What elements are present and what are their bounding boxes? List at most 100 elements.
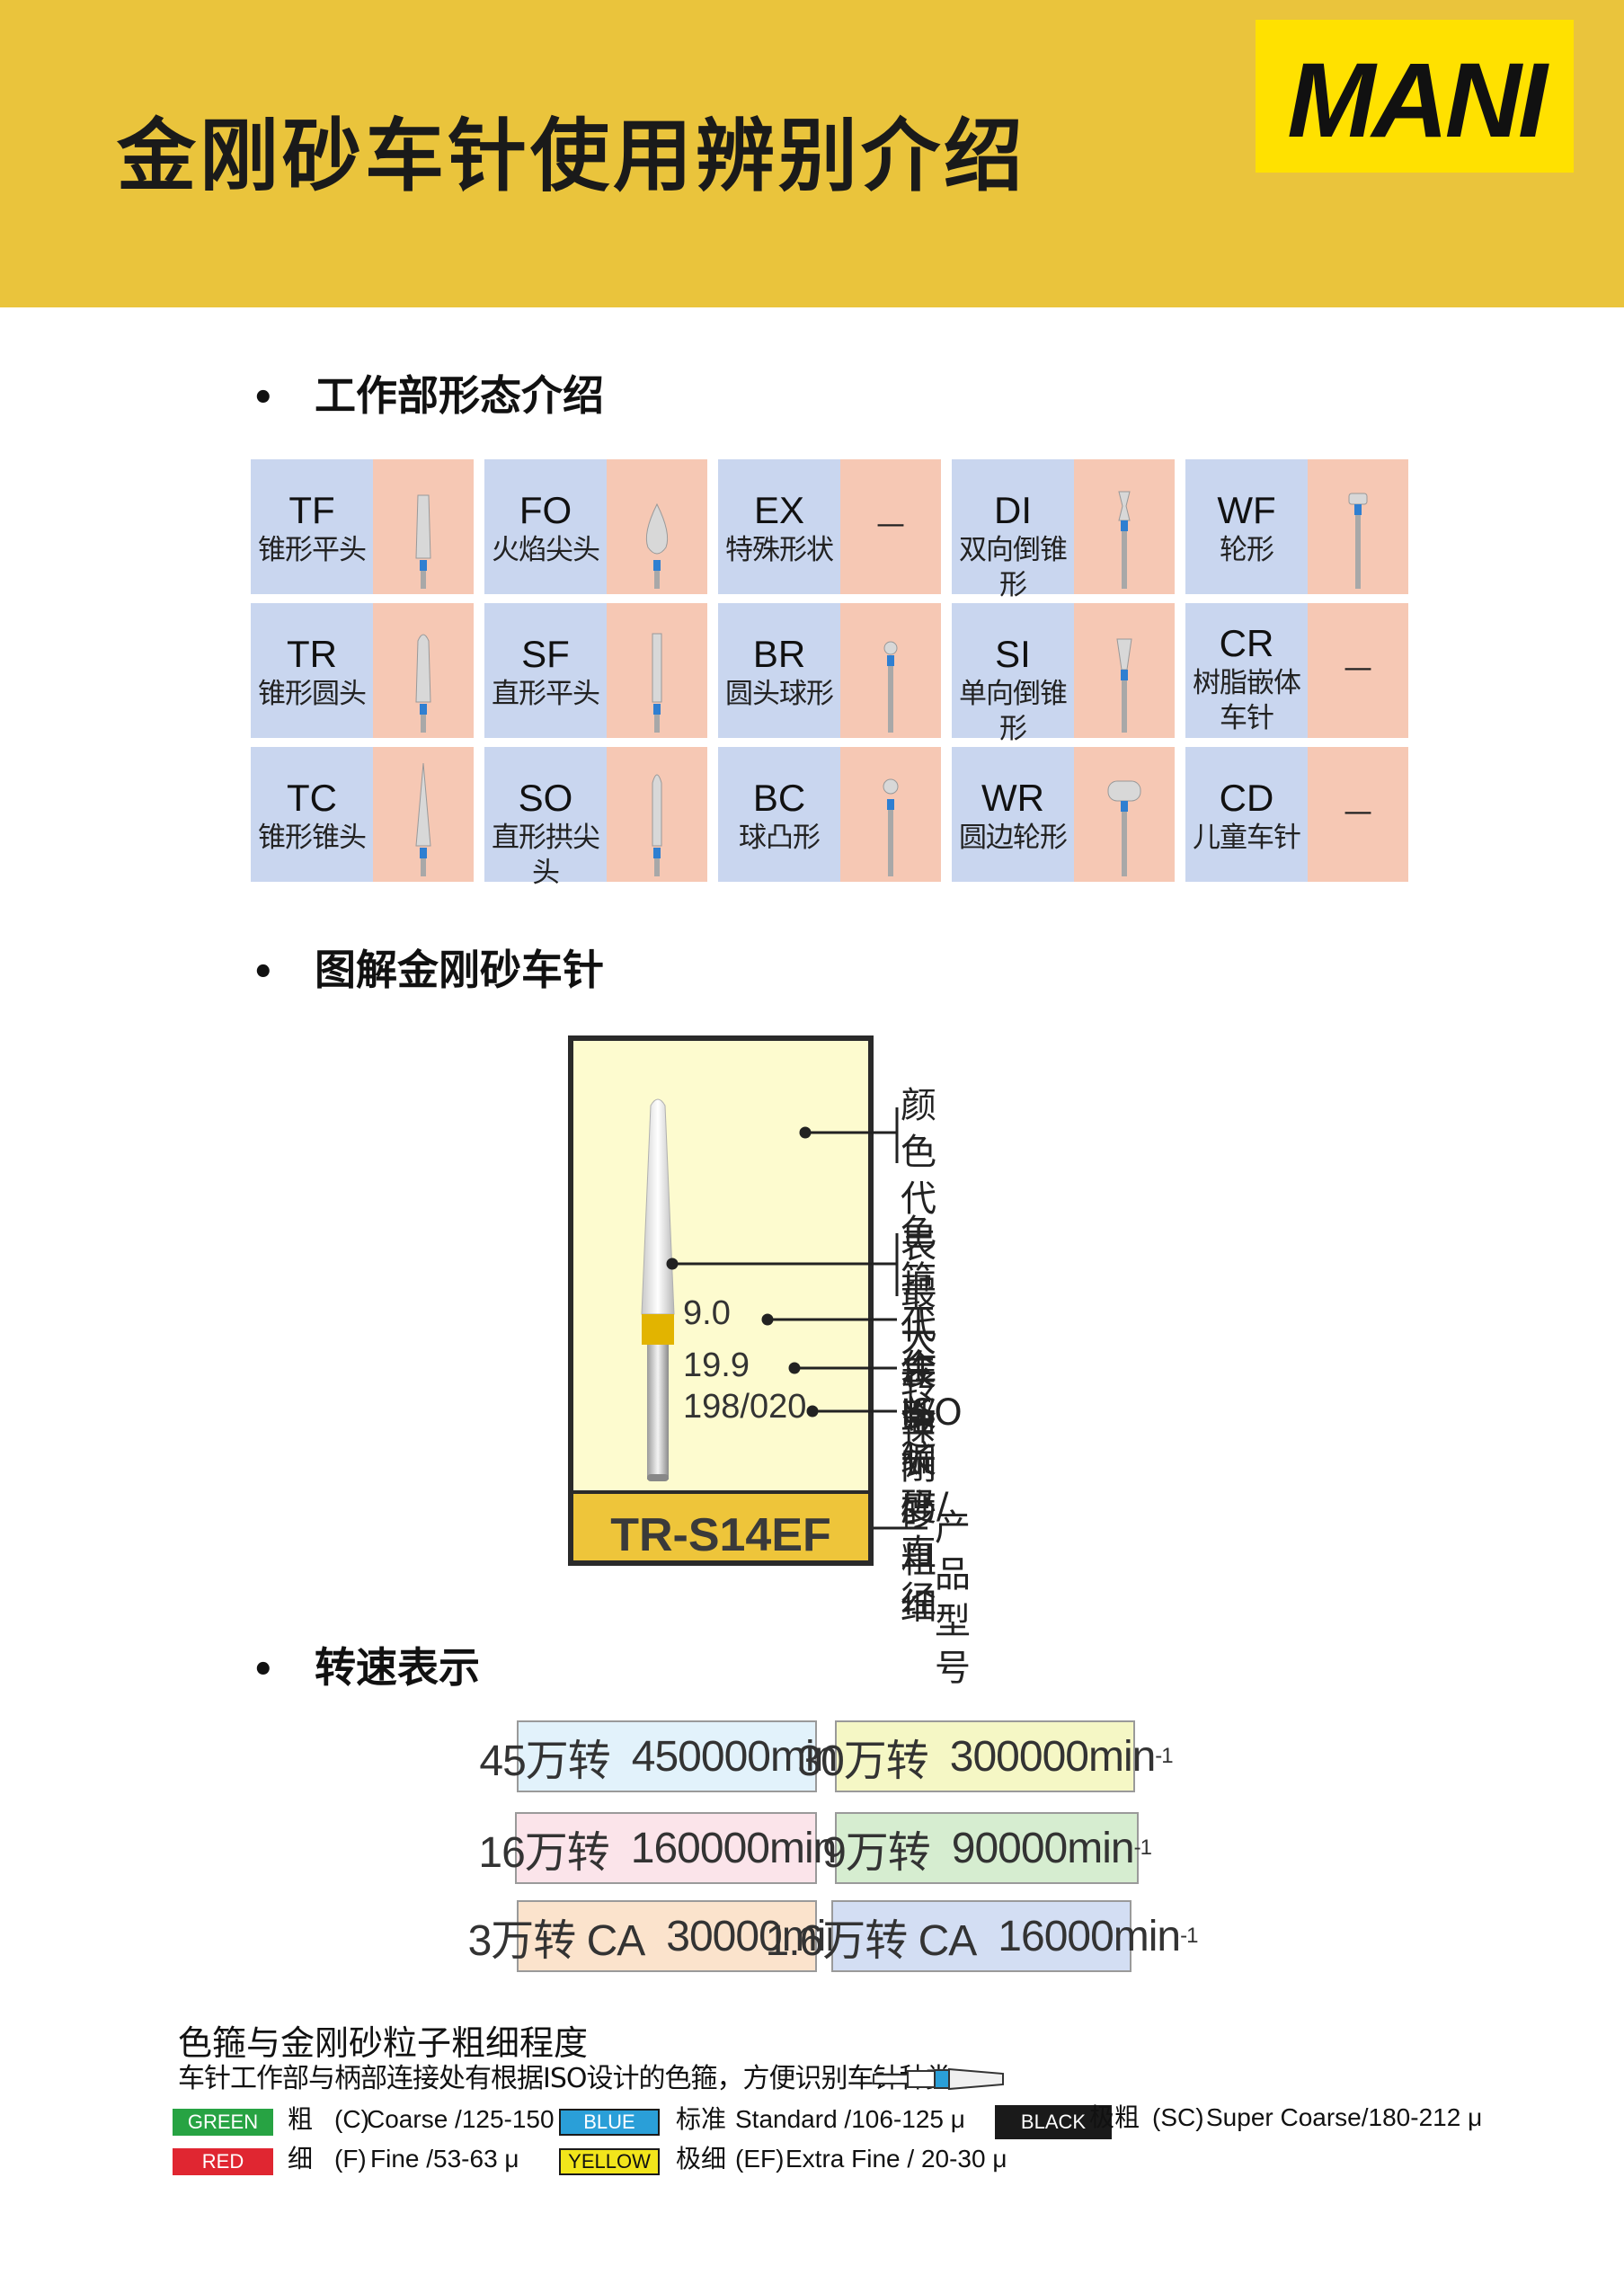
diagram-heading-text: 图解金刚砂车针 (315, 946, 604, 994)
speed-label: 1.6万转 CA (765, 1917, 978, 1965)
shape-name: 树脂嵌体车针 (1193, 667, 1301, 734)
grit-code: (C) (334, 2105, 369, 2133)
shapes-section-heading: •工作部形态介绍 (252, 375, 604, 416)
speed-label: 30万转 (797, 1738, 928, 1785)
shape-image-panel (1074, 603, 1175, 738)
grit-description-text: Super Coarse/180-212 μ (1206, 2103, 1483, 2131)
shape-image-panel (607, 747, 707, 882)
shape-image-panel (840, 603, 941, 738)
shape-image-panel (373, 603, 474, 738)
ball-convex-bur-icon (840, 747, 941, 885)
grit-chinese-label: 标准 (676, 2105, 727, 2133)
speed-label: 16万转 (478, 1829, 609, 1877)
shape-image-panel (1308, 459, 1408, 594)
grit-description-text: Fine /53-63 μ (370, 2145, 519, 2173)
callout-total-length: 全长 (901, 1347, 936, 1435)
callout-model: 产品型号 (935, 1507, 971, 1689)
tapered-flat-bur-icon (373, 459, 474, 598)
shape-image-panel (607, 459, 707, 594)
straight-flat-bur-icon (607, 603, 707, 742)
round-wheel-bur-icon (1074, 747, 1175, 885)
shape-image-panel (840, 747, 941, 882)
shape-name: 单向倒锥形 (959, 678, 1068, 745)
callout-ring: 色箍代表 (901, 1213, 936, 1394)
shape-name: 火焰尖头 (492, 534, 600, 566)
shape-name: 直形拱尖头 (492, 822, 600, 889)
grit-color-badge: BLACK (995, 2105, 1112, 2139)
shape-code: CD (1219, 777, 1274, 819)
bur-ring-icon (873, 2067, 1004, 2091)
inverted-cone-bur-icon (1074, 603, 1175, 742)
shape-code: TR (287, 633, 337, 675)
grit-code: (SC) (1152, 2103, 1204, 2131)
mani-logo-icon: MANI (1287, 41, 1553, 160)
shapes-heading-text: 工作部形态介绍 (315, 371, 604, 420)
shape-code: BR (752, 633, 806, 675)
grit-chinese-label: 极细 (676, 2145, 727, 2173)
callout-max-speed: 最大转速 (901, 1272, 936, 1453)
mani-logo: MANI (1256, 20, 1574, 173)
grit-description: 车针工作部与柄部连接处有根据ISO设计的色箍，方便识别车针种类。 (178, 2063, 979, 2094)
shape-name: 双向倒锥形 (959, 534, 1068, 601)
shape-image-panel (1074, 459, 1175, 594)
no-image-dash: — (876, 506, 905, 540)
speed-label: 9万转 (822, 1829, 931, 1877)
grit-color-badge: RED (173, 2148, 273, 2175)
shape-name: 圆头球形 (725, 678, 834, 710)
shape-name: 直形平头 (492, 678, 600, 710)
shape-code: TC (287, 777, 337, 819)
shape-code: SF (521, 633, 570, 675)
total-length-value: 19.9 (683, 1346, 750, 1384)
grit-description-text: Coarse /125-150 μ (367, 2105, 576, 2133)
speed-label: 3万转 CA (467, 1917, 646, 1965)
shape-code: CR (1219, 622, 1274, 664)
callout-work-length: 工作部长度 (901, 1301, 936, 1529)
shape-code: EX (753, 489, 805, 531)
diagram-section-heading: •图解金刚砂车针 (252, 949, 604, 991)
grit-code: (F) (334, 2145, 367, 2173)
svg-text:MANI: MANI (1287, 41, 1549, 160)
grit-chinese-label: 粗 (288, 2105, 314, 2133)
diamond-bur-icon (641, 1098, 675, 1481)
page-title: 金刚砂车针使用辨别介绍 (117, 110, 1027, 202)
grit-color-badge: BLUE (559, 2109, 660, 2136)
double-inverted-cone-bur-icon (1074, 459, 1175, 598)
callout-color: 颜色代表 (901, 1085, 936, 1266)
shape-code: SI (995, 633, 1031, 675)
bullet-icon: • (252, 378, 275, 419)
grit-color-badge: GREEN (173, 2109, 273, 2136)
shape-code: DI (994, 489, 1032, 531)
shape-code: WF (1217, 489, 1276, 531)
shape-image-panel (373, 747, 474, 882)
shape-name: 圆边轮形 (959, 822, 1068, 854)
bur-length-value: 9.0 (683, 1294, 731, 1332)
shape-name: 锥形锥头 (258, 822, 367, 854)
speed-unit-exponent: -1 (1155, 1744, 1173, 1768)
speed-unit-exponent: -1 (1133, 1835, 1152, 1860)
header-banner: 金刚砂车针使用辨别介绍 MANI (0, 0, 1624, 307)
shape-code: WR (981, 777, 1044, 819)
shape-name: 锥形平头 (258, 534, 367, 566)
